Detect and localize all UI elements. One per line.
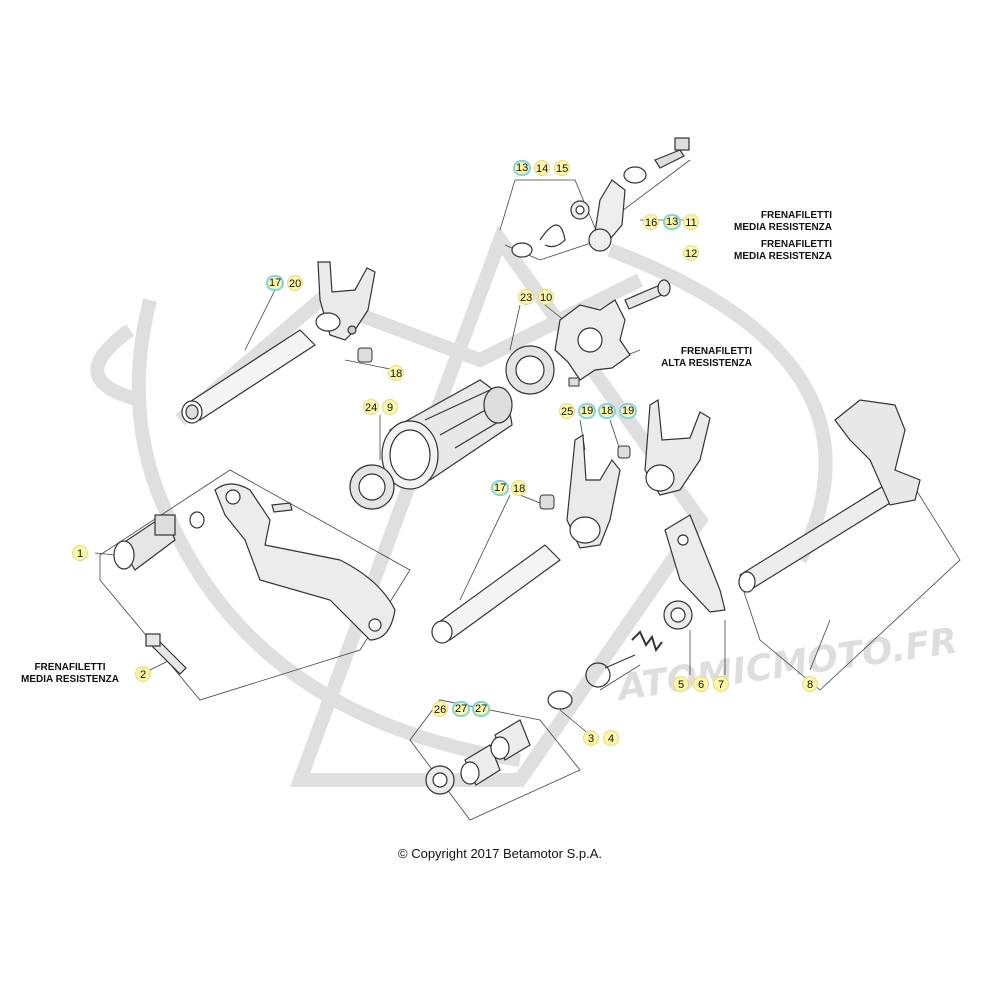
- callout-17-upper[interactable]: 17: [266, 275, 285, 291]
- callout-13-right[interactable]: 13: [663, 214, 682, 230]
- shift-drum: [381, 379, 513, 490]
- detent-parts: [511, 137, 690, 258]
- watermark-logo: [90, 225, 833, 787]
- note-line: FRENAFILETTI: [760, 239, 832, 250]
- callout-3[interactable]: 3: [583, 730, 599, 746]
- index-star-wheel: [554, 299, 631, 381]
- note-line: FRENAFILETTI: [680, 346, 752, 357]
- callout-18-lower[interactable]: 18: [511, 480, 528, 496]
- callout-18-upper[interactable]: 18: [388, 365, 405, 381]
- note-threadlock-2: FRENAFILETTI MEDIA RESISTENZA: [10, 662, 130, 686]
- callout-14[interactable]: 14: [534, 160, 551, 176]
- callout-27-b[interactable]: 27: [472, 701, 491, 717]
- callout-11[interactable]: 11: [683, 214, 699, 230]
- note-line: MEDIA RESISTENZA: [21, 674, 119, 685]
- note-threadlock-12: FRENAFILETTI MEDIA RESISTENZA: [700, 239, 832, 263]
- callout-6[interactable]: 6: [693, 676, 709, 692]
- copyright-text: © Copyright 2017 Betamotor S.p.A.: [398, 846, 602, 861]
- note-threadlock-star: FRENAFILETTI ALTA RESISTENZA: [620, 346, 752, 370]
- shift-fork-middle: [566, 433, 621, 549]
- shift-fork-shaft-upper: [181, 329, 316, 424]
- callout-19-b[interactable]: 19: [619, 403, 638, 419]
- note-line: ALTA RESISTENZA: [661, 358, 752, 369]
- callout-1[interactable]: 1: [72, 545, 88, 561]
- dowel-pin: [568, 377, 580, 387]
- callout-15[interactable]: 15: [554, 160, 571, 176]
- shift-fork-shaft-lower: [431, 544, 561, 644]
- return-spring: [547, 654, 636, 710]
- callout-10[interactable]: 10: [538, 289, 555, 305]
- callout-7[interactable]: 7: [713, 676, 729, 692]
- callout-25[interactable]: 25: [559, 403, 576, 419]
- selector-plate: [663, 514, 726, 630]
- pin-18-upper: [357, 347, 373, 363]
- bearing-right: [505, 345, 555, 395]
- callout-23[interactable]: 23: [518, 289, 535, 305]
- callout-18-middle[interactable]: 18: [598, 403, 617, 419]
- gear-shift-lever: [113, 483, 396, 641]
- note-threadlock-11: FRENAFILETTI MEDIA RESISTENZA: [700, 210, 832, 234]
- callout-20[interactable]: 20: [287, 275, 304, 291]
- note-line: MEDIA RESISTENZA: [734, 251, 832, 262]
- bolt-12: [624, 279, 671, 310]
- callout-9[interactable]: 9: [382, 399, 398, 415]
- pin-18-middle: [617, 445, 631, 459]
- shift-shaft: [738, 399, 921, 593]
- bearing-left: [349, 464, 395, 510]
- callout-13-top[interactable]: 13: [513, 160, 532, 176]
- note-line: MEDIA RESISTENZA: [734, 222, 832, 233]
- callout-8[interactable]: 8: [802, 676, 818, 692]
- callout-2[interactable]: 2: [135, 666, 151, 682]
- callout-27-a[interactable]: 27: [452, 701, 471, 717]
- note-line: FRENAFILETTI: [34, 662, 106, 673]
- callout-5[interactable]: 5: [673, 676, 689, 692]
- note-line: FRENAFILETTI: [760, 210, 832, 221]
- callout-16[interactable]: 16: [643, 214, 660, 230]
- watermark-text: ATOMICMOTO.FR: [613, 621, 960, 710]
- shift-fork-upper: [315, 261, 376, 341]
- callout-24[interactable]: 24: [363, 399, 380, 415]
- callout-26[interactable]: 26: [432, 701, 449, 717]
- callout-17-lower[interactable]: 17: [491, 480, 510, 496]
- pin-18-lower: [539, 494, 555, 510]
- shift-fork-right: [644, 398, 711, 496]
- bolt-2: [145, 502, 293, 675]
- callout-19-a[interactable]: 19: [578, 403, 597, 419]
- callout-4[interactable]: 4: [603, 730, 619, 746]
- bushings: [425, 719, 531, 795]
- spring: [631, 630, 663, 653]
- callout-12[interactable]: 12: [683, 245, 700, 261]
